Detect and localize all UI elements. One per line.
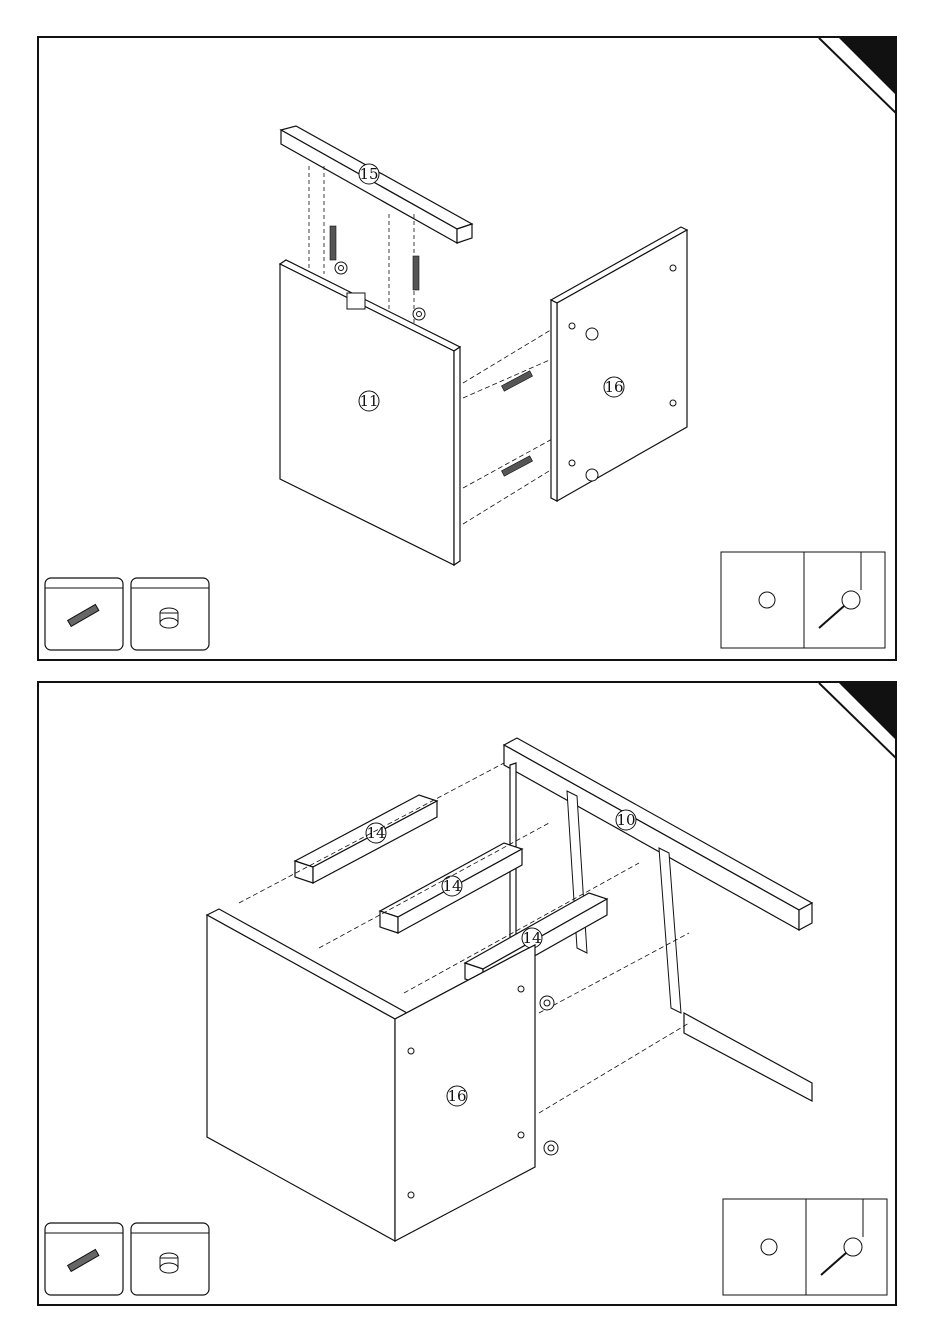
rail-14b-label: 14 [442,877,461,895]
assembly-step-1: 15 11 1 [37,36,897,661]
rail-15 [281,126,472,243]
step-1-illustration: 15 11 1 [39,38,897,661]
side-panel-left [207,909,407,1241]
cam-lock [540,996,558,1155]
corner-tab [819,38,897,116]
step-2-illustration: 10 14 14 14 [39,683,897,1306]
hardware-dowel-box [45,1223,123,1295]
panel-16-label: 16 [604,378,623,396]
cam-lock-icon [160,1253,178,1273]
back-frame-label: 10 [616,811,635,829]
corner-tab [819,683,897,761]
dowel [501,371,532,476]
assembly-step-2: 10 14 14 14 [37,681,897,1306]
alignment-guides [463,328,554,524]
panel-16-label: 16 [447,1087,466,1105]
panel-11 [280,260,460,565]
assembly-detail-inset [721,552,885,648]
hardware-cam-box [131,1223,209,1295]
rail-15-label: 15 [359,165,378,183]
cam-lock-icon [160,608,178,628]
rail-14c-label: 14 [522,929,541,947]
hardware-cam-box [131,578,209,650]
hardware-dowel-box [45,578,123,650]
panel-11-label: 11 [359,392,378,410]
panel-notch [347,293,365,309]
dowel [330,226,419,290]
assembly-detail-inset [723,1199,887,1295]
